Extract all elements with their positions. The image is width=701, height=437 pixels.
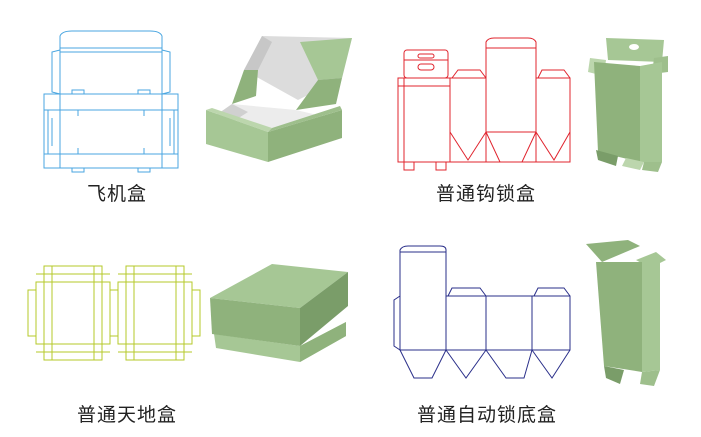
lid-base-box-3d	[210, 264, 348, 362]
hook-lock-box-dieline	[397, 37, 571, 171]
airplane-box-3d	[206, 36, 352, 162]
auto-lock-bottom-box-3d	[586, 240, 666, 386]
lid-base-box-caption: 普通天地盒	[76, 404, 178, 426]
auto-lock-bottom-box-dieline	[393, 245, 571, 379]
airplane-box-dieline	[43, 30, 179, 173]
lid-base-box-dieline	[27, 265, 201, 361]
auto-lock-bottom-box-caption: 普通自动锁底盒	[416, 404, 558, 426]
hook-lock-box-3d	[588, 38, 668, 172]
airplane-box-caption: 飞机盒	[86, 183, 148, 205]
hook-lock-box-caption: 普通钩锁盒	[435, 183, 537, 205]
